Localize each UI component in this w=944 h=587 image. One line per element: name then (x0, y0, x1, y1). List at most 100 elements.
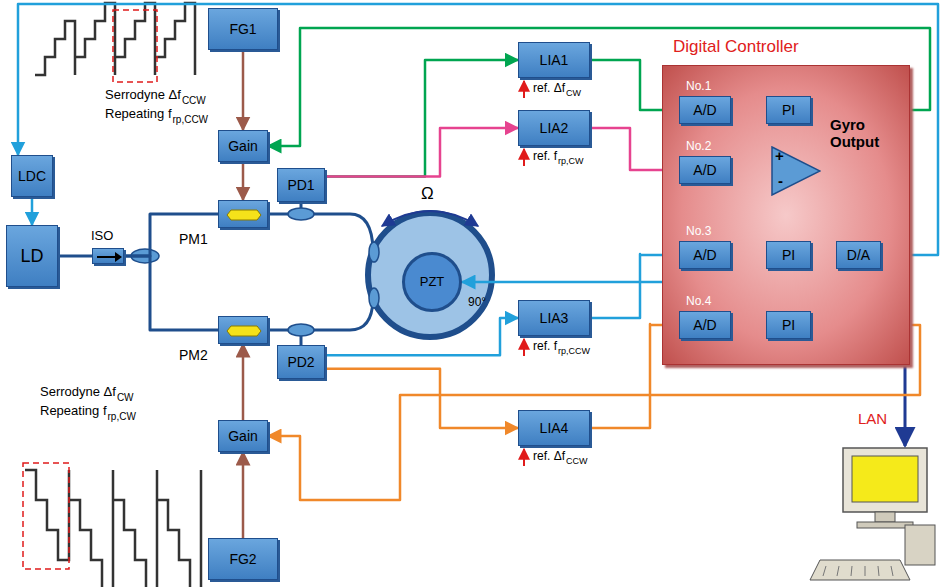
fiber (268, 214, 373, 250)
node-text: A/D (693, 247, 716, 263)
computer-icon (810, 448, 935, 580)
controller-panel: Digital ControllerNo.1A/DPINo.2A/D+-No.3… (662, 65, 910, 365)
text-label: Serrodyne Δf (40, 385, 116, 400)
node-text: PM1 (179, 231, 208, 247)
node-text: LIA3 (540, 310, 569, 326)
subscript-label: rp,CCW (173, 114, 209, 126)
connector (325, 318, 518, 355)
node-text: LD (20, 246, 43, 267)
pi-box: PI (766, 96, 811, 124)
node-text: A/D (693, 162, 716, 178)
text-label: ref. f (533, 340, 557, 354)
keyboard-key (823, 566, 826, 576)
node-text: PI (782, 102, 795, 118)
subscript-label: CCW (182, 95, 206, 107)
adc-box: No.4A/D (679, 311, 731, 339)
lock-in-amplifier: LIA2 (518, 110, 590, 146)
text-label: ref. Δf (533, 82, 565, 96)
connector (325, 369, 518, 428)
node-text: - (778, 172, 783, 189)
connector (124, 214, 218, 256)
connector (58, 255, 92, 258)
gain-box: Gain (218, 420, 268, 452)
subscript-label: CCW (566, 456, 588, 466)
subscript-label: rp,CW (558, 156, 584, 166)
laser-diode: LD (6, 225, 58, 287)
pi-box: PI (766, 311, 811, 339)
node-text: LIA1 (540, 52, 569, 68)
photodetector: PD2 (277, 345, 325, 379)
node-text: Gain (228, 138, 258, 154)
connector (325, 60, 518, 177)
coupler (369, 242, 379, 262)
dashed-frame (113, 10, 157, 82)
dashed-frame (23, 463, 69, 569)
adc-box: No.2A/D (679, 156, 731, 184)
isolator: ISO (92, 248, 124, 264)
node-text: LIA2 (540, 120, 569, 136)
waveform (25, 3, 201, 587)
dac-box: D/A (836, 241, 881, 269)
lock-in-amplifier: LIA3 (518, 300, 590, 336)
isolator-arrow (93, 249, 125, 265)
node-text: No.4 (686, 295, 711, 309)
node-text: PI (782, 317, 795, 333)
text-label: LAN (858, 410, 887, 427)
node-text: A/D (693, 317, 716, 333)
keyboard-key (837, 566, 839, 576)
node-text: PD1 (287, 177, 314, 193)
connector (242, 50, 245, 130)
node-text: No.2 (686, 140, 711, 154)
phase-modulator: PM2 (218, 316, 268, 344)
node-text: Digital Controller (673, 37, 799, 57)
connector (242, 452, 245, 538)
connector (31, 197, 34, 225)
text-label: Repeating f (105, 107, 172, 122)
text-label: 90° (468, 296, 486, 310)
lock-in-amplifier: LIA4 (518, 410, 590, 446)
node-text: PD2 (287, 354, 314, 370)
node-text: A/D (693, 102, 716, 118)
photodetector: PD1 (277, 168, 325, 202)
connector (124, 256, 218, 330)
subscript-label: rp,CCW (558, 346, 590, 356)
gain-box: Gain (218, 130, 268, 162)
node-text: LIA4 (540, 420, 569, 436)
node-text: D/A (847, 247, 870, 263)
coupler (369, 288, 379, 308)
subscript-label: CW (117, 392, 134, 404)
node-text: FG2 (229, 551, 256, 567)
serrodyne-wave (35, 3, 195, 75)
text-label: Repeating f (40, 404, 107, 419)
phase-modulator: PM1 (218, 200, 268, 228)
node-text: No.3 (686, 225, 711, 239)
node-text: PZT (420, 275, 445, 290)
connector (325, 128, 518, 177)
adc-box: No.3A/D (679, 241, 731, 269)
laser-driver: LDC (11, 155, 53, 197)
coupler (288, 208, 314, 220)
function-generator: FG2 (208, 538, 278, 580)
subscript-label: CW (566, 88, 581, 98)
pzt-actuator: PZT (402, 252, 462, 312)
text-label: Ω (421, 184, 434, 204)
text-label: Gyro Output (830, 116, 896, 151)
node-text: LDC (18, 168, 46, 184)
text-label: Serrodyne Δf (105, 88, 181, 103)
connector (242, 162, 245, 200)
lock-in-amplifier: LIA1 (518, 42, 590, 78)
keyboard-key (865, 566, 866, 576)
coupler (288, 324, 314, 336)
function-generator: FG1 (208, 8, 278, 50)
fiber (268, 300, 373, 330)
node-text: ISO (91, 229, 113, 244)
connector (242, 344, 245, 420)
node-text: FG1 (229, 21, 256, 37)
node-text: PI (782, 247, 795, 263)
node-text: No.1 (686, 80, 711, 94)
node-text: PM2 (179, 347, 208, 363)
keyboard-key (891, 566, 893, 576)
serrodyne-wave (25, 470, 201, 587)
text-label: ref. f (533, 150, 557, 164)
keyboard-key (851, 566, 852, 576)
